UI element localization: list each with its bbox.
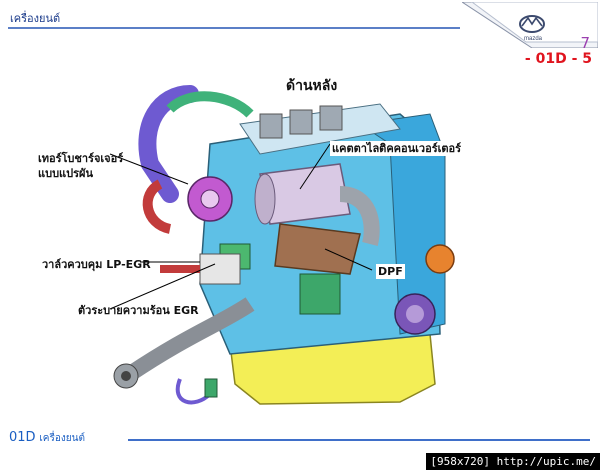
dpf-unit (274, 223, 361, 275)
watermark: [958x720] http://upic.me/ (426, 453, 600, 470)
label-egr-cooler: ตัวระบายความร้อน EGR (78, 304, 199, 317)
label-turbo-line1: เทอร์โบชาร์จเจอร์ (38, 152, 124, 165)
footer-rule (128, 439, 590, 441)
view-title: ด้านหลัง (286, 78, 338, 94)
label-dpf: DPF (376, 264, 405, 279)
pulley (425, 244, 455, 274)
header-rule (8, 27, 460, 29)
footer-title: 01D เครื่องยนต์ (9, 430, 85, 446)
label-turbo-line2: แบบแปรผัน (38, 167, 93, 180)
intake-pipe (138, 85, 199, 203)
label-lp-egr-valve: วาล์วควบคุม LP-EGR (42, 258, 151, 271)
header-title: เครื่องยนต์ (10, 12, 61, 25)
exhaust-pipe (125, 297, 255, 381)
mazda-logo-text: mazda (524, 36, 543, 42)
label-catalytic: แคตตาไลติคคอนเวอร์เตอร์ (330, 141, 464, 156)
section-code: - 01D - 5 (524, 51, 592, 67)
footer-code: 01D (9, 430, 36, 445)
engine-diagram (109, 85, 455, 405)
mazda-logo: mazda (462, 2, 598, 48)
page-number: 7 (580, 34, 590, 52)
footer-name: เครื่องยนต์ (39, 433, 85, 444)
